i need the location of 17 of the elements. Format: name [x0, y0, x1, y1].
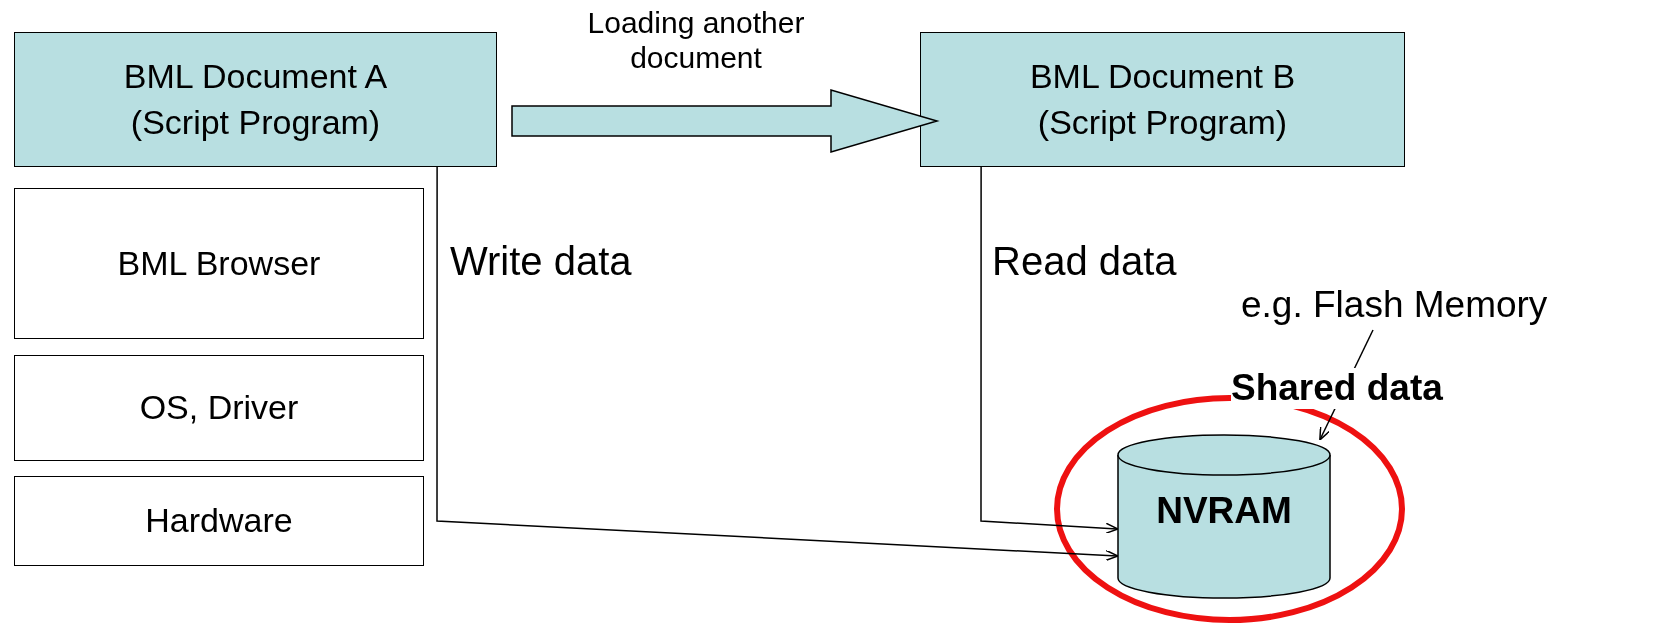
process-box: [14, 32, 497, 167]
node-text: BML Browser: [117, 242, 321, 284]
layer-box: [14, 476, 424, 566]
node-text: OS, Driver: [139, 387, 299, 429]
arrow: [436, 166, 1119, 562]
node-text: Hardware: [145, 500, 293, 542]
node-text: Shared data: [1231, 368, 1443, 409]
annotation-text: e.g. Flash Memory: [1241, 284, 1549, 326]
node-text: BML Document A (Script Program): [122, 55, 389, 143]
layer-box: [14, 188, 424, 339]
layer-box: [14, 355, 424, 461]
arrow: [980, 166, 1119, 535]
node-text: BML Document B (Script Program): [1028, 55, 1297, 143]
leader-line: [1319, 329, 1374, 441]
node-text: NVRAM: [1155, 490, 1293, 532]
process-box: [920, 32, 1405, 167]
block-arrow: [511, 89, 940, 153]
